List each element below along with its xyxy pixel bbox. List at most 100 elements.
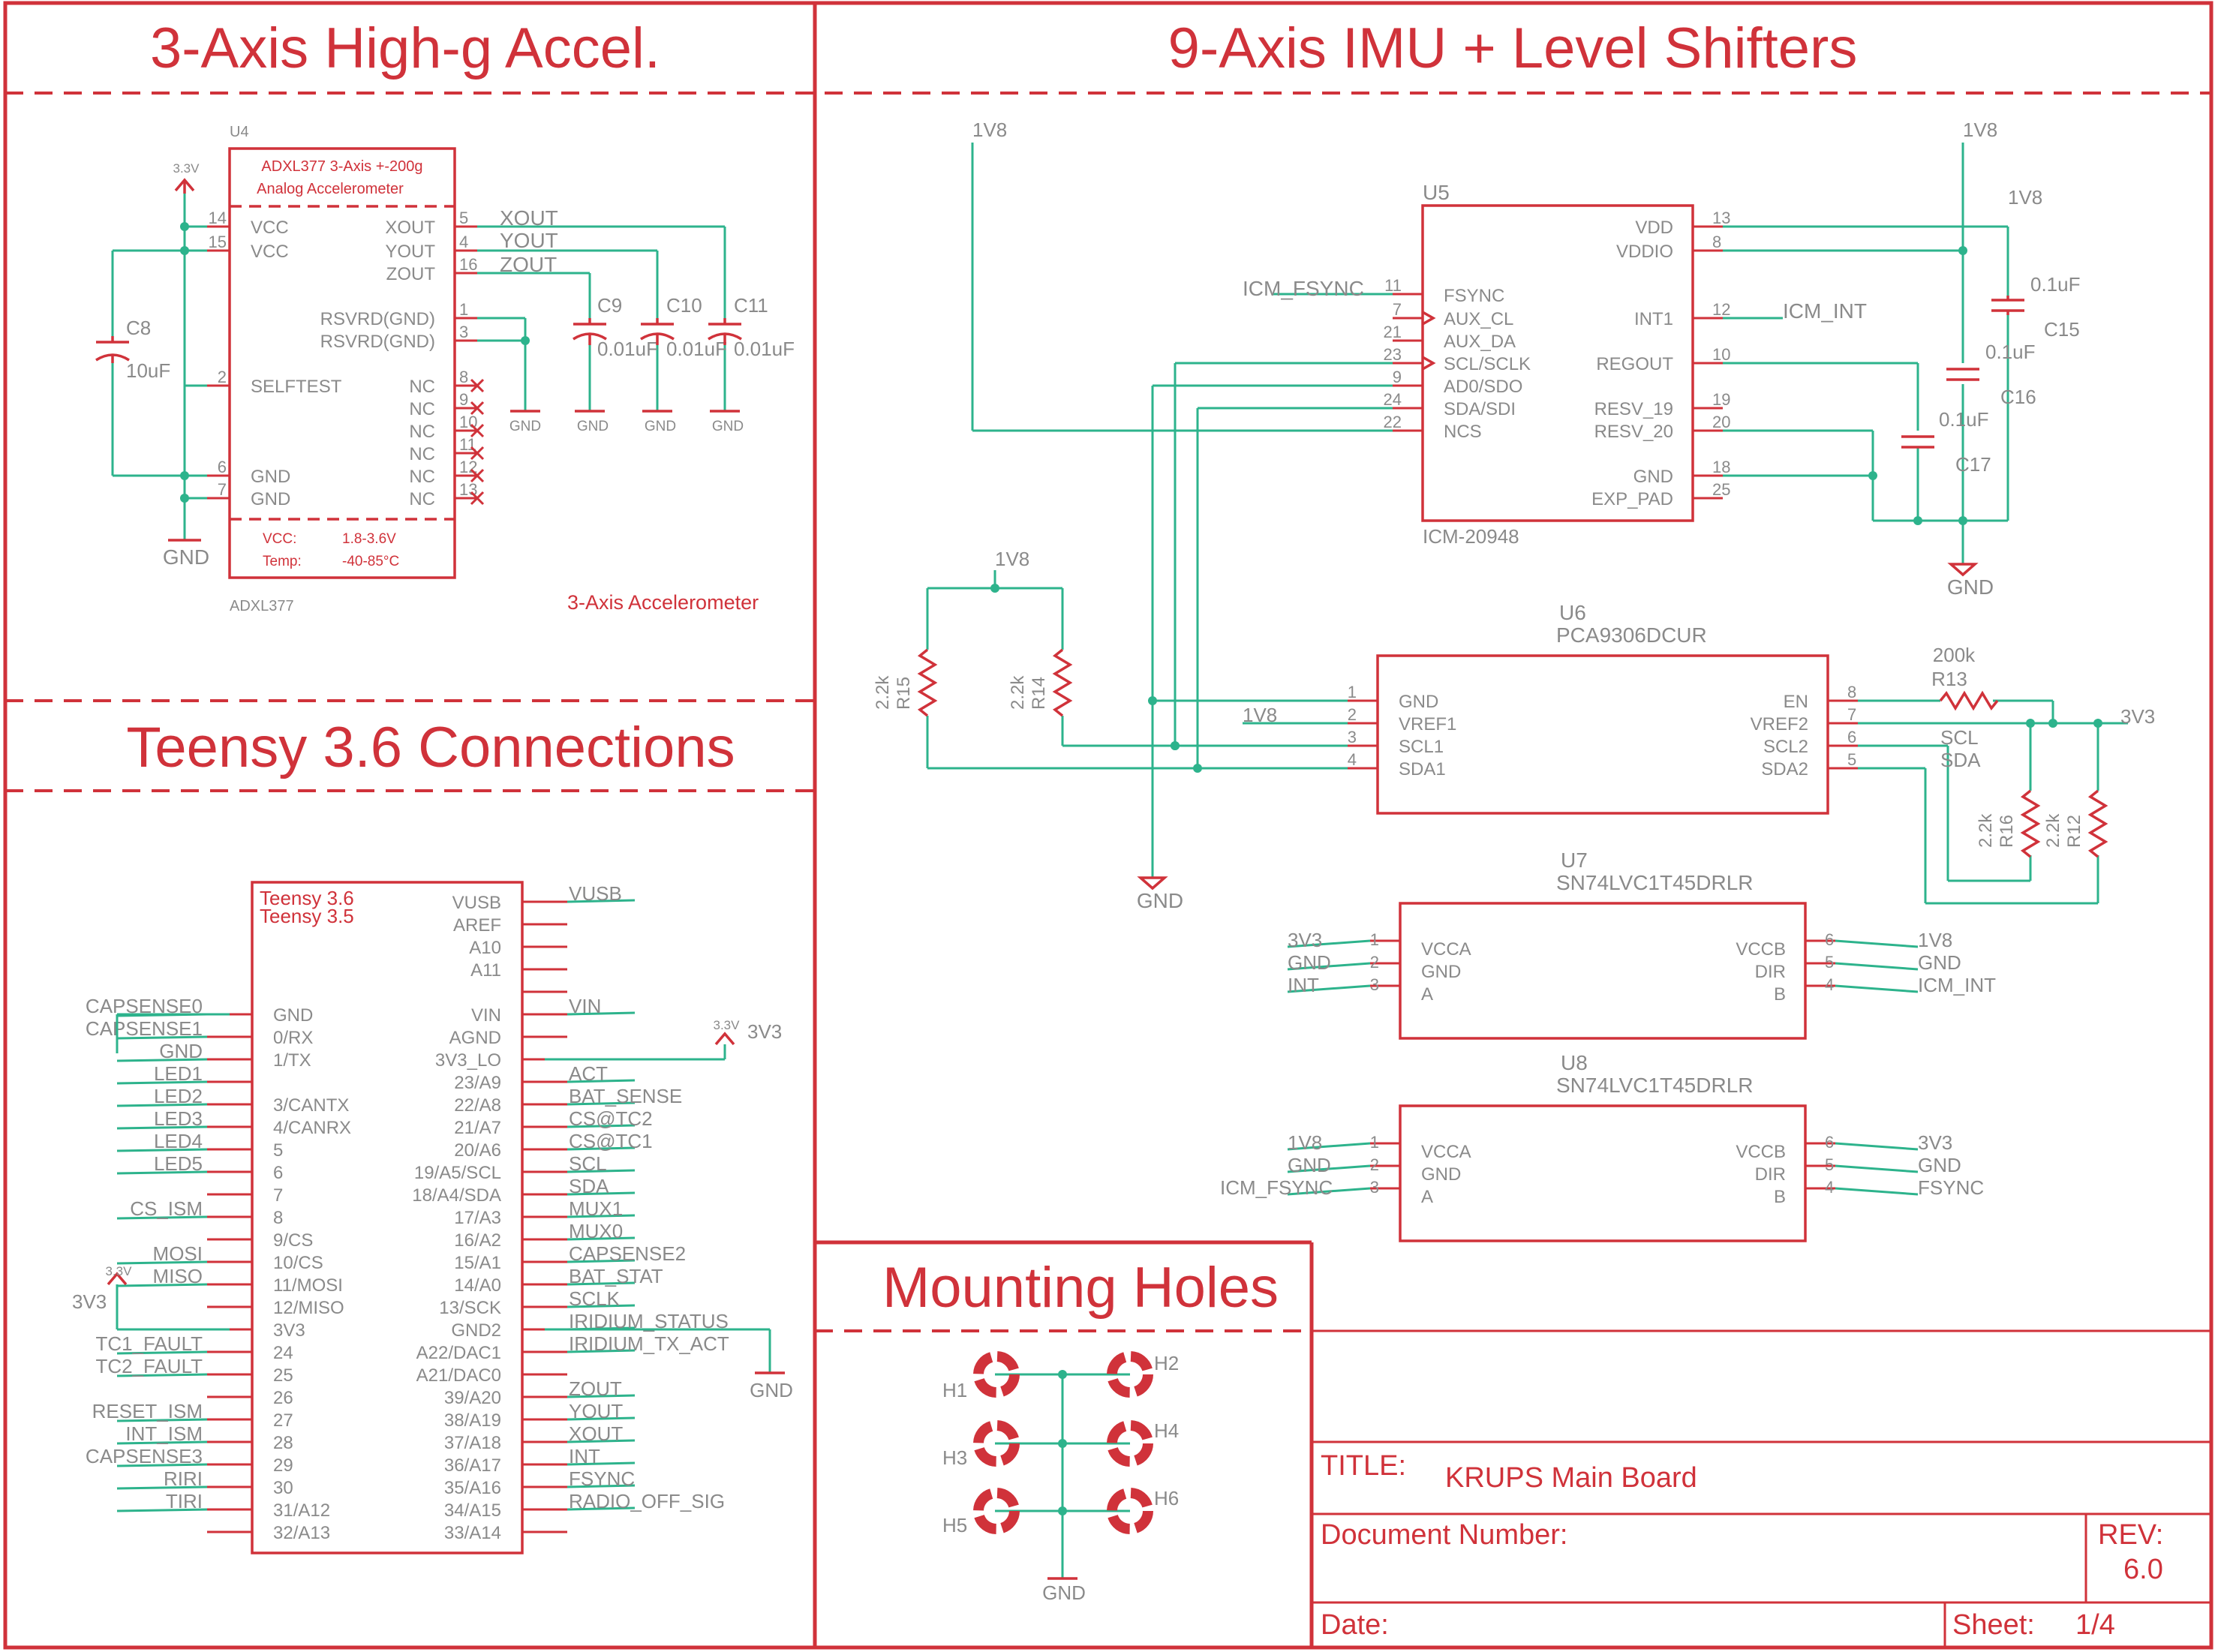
u7-pin5-num: 5 — [1825, 953, 1834, 972]
c8-value: 10uF — [126, 359, 170, 382]
c15-ref: C15 — [2044, 318, 2080, 341]
u4-value: ADXL377 — [230, 598, 294, 614]
cap-c17[interactable]: 0.1uF C17 — [1901, 408, 1991, 476]
teensy-right-pin-name: AREF — [453, 915, 501, 936]
u4-pin2-name: SELFTEST — [251, 377, 342, 397]
u4-nc11-name: NC — [409, 444, 435, 464]
u8-pin3-num: 3 — [1370, 1178, 1379, 1197]
cap-c10[interactable]: C10 0.01uF — [640, 294, 727, 360]
u5-pin25-num: 25 — [1712, 480, 1730, 499]
teensy-right-net-wire — [567, 1461, 636, 1466]
cap-c11[interactable]: C11 0.01uF — [708, 294, 795, 360]
holes-junction-2 — [1058, 1439, 1067, 1448]
holes-junction-3 — [1058, 1506, 1067, 1515]
cap-c16[interactable]: 0.1uF C16 — [1946, 341, 2036, 408]
teensy-left-net-label: LED1 — [154, 1062, 203, 1085]
teensy-right-pin-name: A22/DAC1 — [416, 1343, 501, 1363]
teensy-gnd-right: GND — [750, 1379, 793, 1401]
u7-pin6-num: 6 — [1825, 930, 1834, 949]
teensy-left-net-label: TC1_FAULT — [95, 1332, 203, 1355]
mounting-hole-h6[interactable]: H6 — [1107, 1487, 1179, 1534]
u6-pin1-num: 1 — [1348, 683, 1357, 701]
cap-c9[interactable]: C9 0.01uF — [573, 294, 658, 360]
u6-level-shifter[interactable]: U6 PCA9306DCUR 1 2 3 4 GND VREF1 SCL1 SD… — [1348, 601, 1858, 815]
teensy-right-net-label: ACT — [569, 1062, 608, 1085]
teensy-right-pin-name: 18/A4/SDA — [412, 1185, 501, 1206]
u8-translator[interactable]: U8 SN74LVC1T45DRLR 1 2 3 VCCA GND A 6 5 … — [1370, 1051, 1835, 1242]
holes-junction-1 — [1058, 1370, 1067, 1379]
u4-accelerometer[interactable]: U4 ADXL377 3-Axis +-200g Analog Accelero… — [207, 124, 759, 614]
u6-gnd-label: GND — [1137, 889, 1183, 912]
cap-c15[interactable]: 0.1uF C15 — [1991, 273, 2081, 341]
u6-vref2-name: VREF2 — [1751, 714, 1808, 734]
teensy-right-net-label: ZOUT — [569, 1377, 622, 1400]
net-1v8-vref1: 1V8 — [1243, 704, 1277, 726]
accel-section-title: 3-Axis High-g Accel. — [150, 17, 660, 80]
teensy-left-pin-name: 3/CANTX — [273, 1095, 349, 1116]
u5-vddio-name: VDDIO — [1616, 242, 1673, 262]
teensy-left-net-wire — [116, 1373, 208, 1377]
u5-imu[interactable]: U5 ICM-20948 11 7 21 23 9 24 22 FSYNC AU… — [1384, 181, 1731, 548]
u4-pin14-name: VCC — [251, 218, 289, 238]
cap-c8[interactable]: C8 10uF — [95, 317, 170, 382]
c15-value: 0.1uF — [2030, 273, 2081, 296]
title-block: TITLE: KRUPS Main Board Document Number:… — [1321, 1450, 2163, 1641]
teensy-right-pin-name: 35/A16 — [444, 1478, 501, 1498]
holes-gnd-label: GND — [1042, 1581, 1086, 1604]
resistor-r16[interactable]: 2.2k R16 — [1976, 789, 2041, 858]
teensy-ref-35: Teensy 3.5 — [260, 905, 354, 927]
teensy-right-net-wire — [567, 1394, 636, 1398]
u6-wires — [926, 570, 2128, 905]
teensy-left-pin-name: 27 — [273, 1410, 293, 1431]
accel-cap-grounds: GND GND GND GND — [509, 410, 744, 434]
u5-pin10-num: 10 — [1712, 345, 1730, 364]
teensy-section-title: Teensy 3.6 Connections — [126, 716, 735, 779]
u4-nc10-name: NC — [409, 422, 435, 442]
teensy-right-net-wire — [567, 1079, 636, 1083]
teensy-left-net-label: LED5 — [154, 1152, 203, 1175]
teensy-right-net-wire — [567, 1484, 636, 1488]
u7-translator[interactable]: U7 SN74LVC1T45DRLR 1 2 3 VCCA GND A 6 5 … — [1370, 849, 1835, 1040]
teensy-left-pin-name: 8 — [273, 1208, 283, 1228]
u7-pin4-num: 4 — [1825, 975, 1834, 994]
u6-scl1-name: SCL1 — [1399, 737, 1444, 757]
u4-temp-value: -40-85°C — [342, 554, 399, 569]
u4-pin9-num: 9 — [459, 390, 468, 409]
u4-pin5-num: 5 — [459, 209, 468, 227]
teensy-right-pin-name: 16/A2 — [454, 1230, 501, 1251]
u4-pin2-num: 2 — [218, 368, 227, 386]
resistor-r12[interactable]: 2.2k R12 — [2043, 789, 2108, 858]
teensy-left-pin-name: 5 — [273, 1140, 283, 1161]
teensy-left-net-wire — [116, 1508, 208, 1512]
r14-value: 2.2k — [1008, 675, 1028, 710]
net-1v8-c15: 1V8 — [2008, 186, 2042, 209]
net-scl-u6: SCL — [1940, 726, 1979, 749]
mounting-hole-h4[interactable]: H4 — [1107, 1419, 1179, 1467]
mounting-hole-h1[interactable]: H1 — [942, 1351, 1020, 1401]
teensy-right-pin-name: 22/A8 — [454, 1095, 501, 1116]
sheet-value: 1/4 — [2075, 1609, 2115, 1641]
mounting-hole-h2[interactable]: H2 — [1107, 1351, 1179, 1398]
u4-power-3v3: 3.3V — [173, 161, 200, 194]
mounting-hole-h5[interactable]: H5 — [942, 1488, 1020, 1536]
h6-label: H6 — [1154, 1487, 1179, 1509]
resistor-r13[interactable]: 200k R13 — [1931, 644, 1999, 711]
resistor-r15[interactable]: 2.2k R15 — [873, 648, 938, 717]
u5-junction-vddio — [1958, 246, 1967, 255]
teensy-left-pin-name: 32/A13 — [273, 1523, 330, 1543]
resistor-r14[interactable]: 2.2k R14 — [1008, 648, 1073, 717]
u7-net-int: INT — [1288, 974, 1319, 996]
teensy-right-pin-name: 20/A6 — [454, 1140, 501, 1161]
mounting-hole-h3[interactable]: H3 — [942, 1420, 1020, 1469]
teensy-left-pin-name: 30 — [273, 1478, 293, 1498]
u5-junction-c17 — [1913, 516, 1922, 525]
teensy-left-net-label: CAPSENSE1 — [86, 1017, 203, 1040]
teensy-right-pin-name: VIN — [471, 1005, 501, 1026]
u5-ref: U5 — [1423, 181, 1450, 204]
net-icm-int-right: ICM_INT — [1783, 299, 1867, 323]
imu-gnd-symbol: GND — [1947, 563, 1994, 599]
u5-fsync-name: FSYNC — [1444, 286, 1504, 306]
teensy-right-net-label: CAPSENSE2 — [569, 1242, 686, 1265]
teensy-right-net-label: IRIDIUM_TX_ACT — [569, 1332, 729, 1355]
holes-section-title: Mounting Holes — [882, 1256, 1279, 1320]
